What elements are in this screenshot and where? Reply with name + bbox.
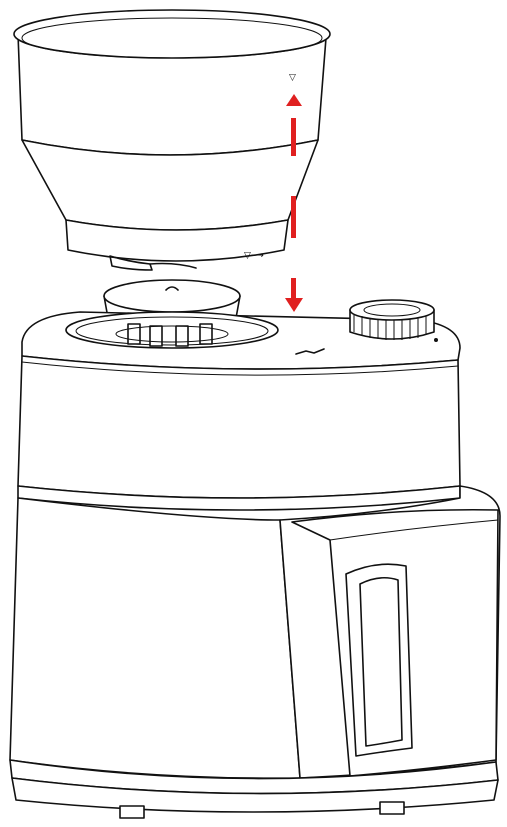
bean-hopper: ▽ ▽⟶ xyxy=(13,9,331,271)
grind-dial-icon xyxy=(349,299,435,340)
hopper-align-marker: ▽ xyxy=(289,73,296,83)
grounds-container xyxy=(291,508,499,777)
hopper-lock-marker: ▽⟶ xyxy=(244,251,264,261)
grinder-body xyxy=(9,299,501,819)
lock-symbol-icon xyxy=(295,338,438,355)
arrow-up-icon xyxy=(286,94,302,156)
removal-arrows xyxy=(285,94,303,312)
arrow-down-icon xyxy=(285,278,303,312)
